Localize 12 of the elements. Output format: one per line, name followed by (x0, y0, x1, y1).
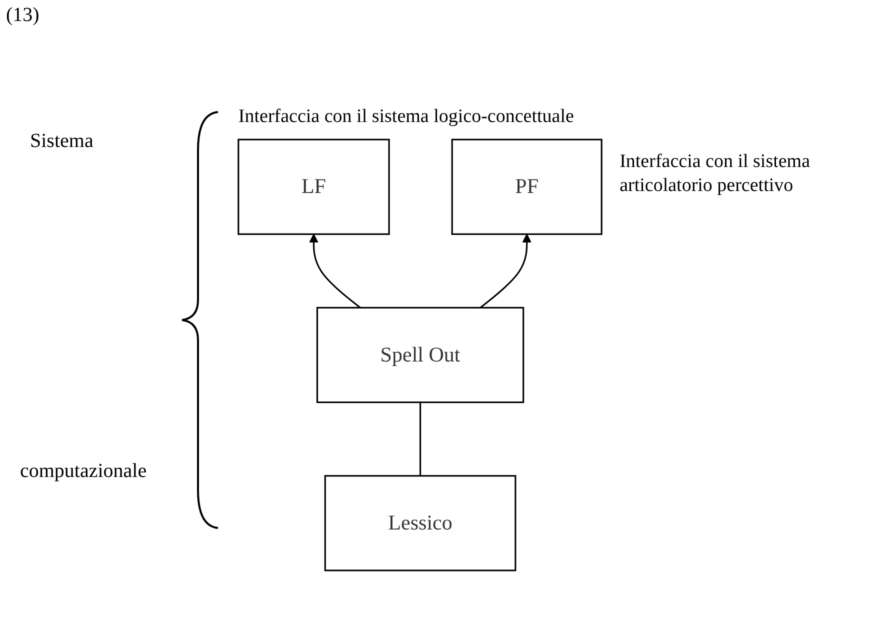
arrow (309, 234, 361, 308)
connector (420, 402, 422, 476)
interface-note: Interfaccia con il sistema articolatorio percettivo (620, 150, 812, 198)
example-number: (13) (6, 4, 40, 27)
node-box: PF (451, 138, 602, 235)
node-box: Lessico (324, 475, 516, 572)
side-label: Sistema (30, 130, 94, 153)
arrow (480, 234, 532, 308)
interface-note: Interfaccia con il sistema logico-concettuale (238, 104, 575, 129)
side-label: computazionale (20, 460, 147, 483)
node-box: LF (238, 138, 390, 235)
node-box: Spell Out (316, 306, 524, 404)
